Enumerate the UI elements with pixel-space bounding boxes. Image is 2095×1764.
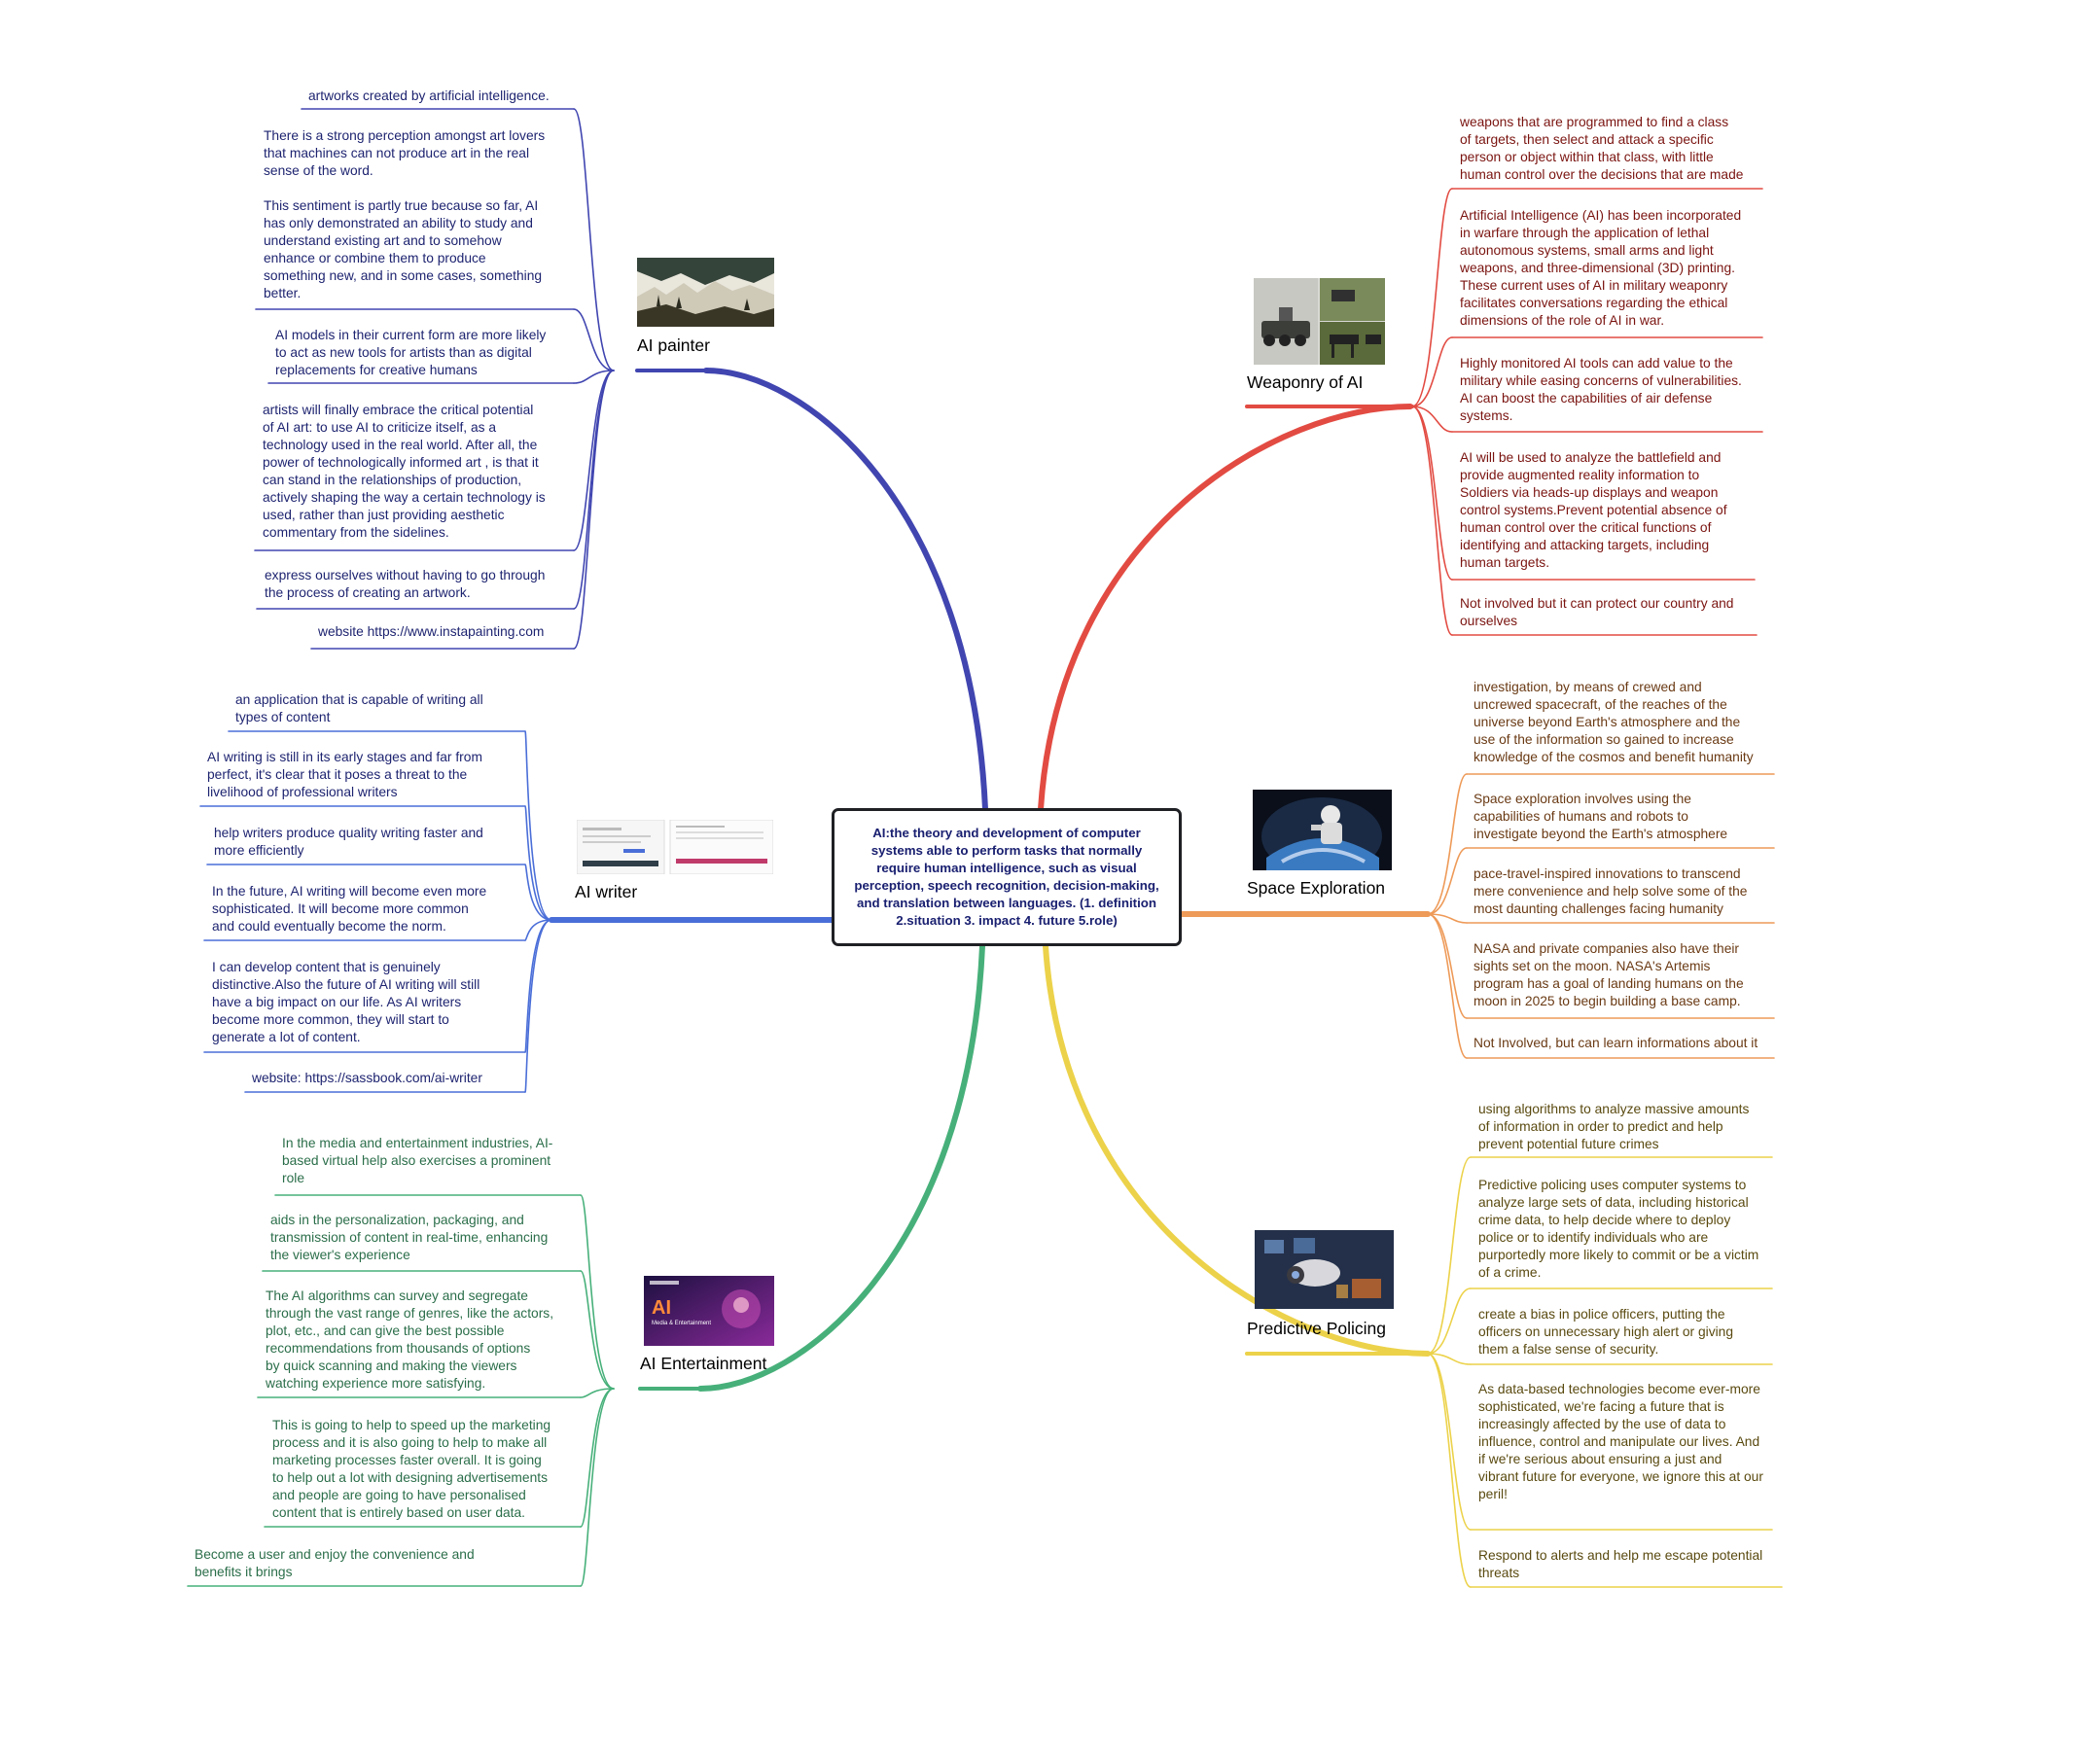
- leaf-painter-3[interactable]: AI models in their current form are more…: [275, 328, 547, 377]
- leaf-entertainment-1[interactable]: In the media and entertainment industrie…: [282, 1136, 553, 1185]
- leaf-connector-entertainment: [580, 1388, 615, 1398]
- leaf-writer-6[interactable]: website: https://sassbook.com/ai-writer: [252, 1071, 482, 1085]
- leaf-entertainment-5[interactable]: Become a user and enjoy the convenience …: [195, 1547, 475, 1579]
- banner-ai-text: AI: [652, 1297, 671, 1319]
- branch-title-ai-painter[interactable]: AI painter: [637, 335, 710, 355]
- leaf-connector-weaponry: [1411, 406, 1453, 433]
- leaf-policing-3[interactable]: create a bias in police officers, puttin…: [1478, 1307, 1734, 1357]
- leaf-painter-6[interactable]: website https://www.instapainting.com: [318, 624, 545, 639]
- leaf-connector-painter: [573, 370, 615, 551]
- leaf-policing-1[interactable]: using algorithms to analyze massive amou…: [1478, 1102, 1750, 1151]
- branch-title-ai-writer[interactable]: AI writer: [575, 882, 638, 901]
- leaf-painter-4[interactable]: artists will finally embrace the critica…: [263, 403, 546, 540]
- leaf-policing-5[interactable]: Respond to alerts and help me escape pot…: [1478, 1548, 1763, 1580]
- leaf-painter-2[interactable]: There is a strong perception amongst art…: [264, 128, 546, 300]
- surveillance-camera-icon: [1255, 1230, 1394, 1309]
- leaf-writer-2[interactable]: AI writing is still in its early stages …: [207, 750, 482, 799]
- leaf-connector-policing: [1427, 1288, 1472, 1355]
- landscape-painting-icon: [637, 258, 774, 327]
- leaf-connector-writer: [524, 864, 552, 921]
- leaf-connector-space: [1427, 847, 1468, 915]
- leaf-space-3[interactable]: pace-travel-inspired innovations to tran…: [1474, 866, 1748, 916]
- leaf-space-2[interactable]: Space exploration involves using the cap…: [1474, 792, 1728, 841]
- leaf-space-1[interactable]: investigation, by means of crewed and un…: [1474, 680, 1754, 764]
- leaf-connector-entertainment: [580, 1388, 615, 1528]
- leaf-connector-space: [1427, 773, 1468, 915]
- leaf-connector-painter: [573, 108, 615, 371]
- leaf-painter-1[interactable]: artworks created by artificial intellige…: [308, 88, 550, 103]
- ai-media-entertainment-banner-icon: AI Media & Entertainment: [644, 1276, 774, 1346]
- leaf-connector-writer: [524, 730, 552, 921]
- central-topic-text: AI:the theory and development of compute…: [854, 826, 1159, 928]
- trunk-policing: [1043, 943, 1431, 1357]
- branch-title-weaponry-of-ai[interactable]: Weaponry of AI: [1247, 372, 1364, 392]
- leaf-connector-writer: [524, 805, 552, 921]
- leaf-connector-entertainment: [580, 1270, 615, 1390]
- leaf-connector-policing: [1427, 1353, 1472, 1365]
- leaf-weaponry-5[interactable]: Not involved but it can protect our coun…: [1460, 596, 1734, 628]
- leaf-connector-weaponry: [1411, 336, 1453, 407]
- leaf-writer-4[interactable]: In the future, AI writing will become ev…: [212, 884, 487, 934]
- leaf-connector-writer: [524, 919, 552, 941]
- branch-title-predictive-policing[interactable]: Predictive Policing: [1247, 1319, 1386, 1338]
- branch-title-ai-entertainment[interactable]: AI Entertainment: [640, 1354, 767, 1373]
- leaf-entertainment-2[interactable]: aids in the personalization, packaging, …: [270, 1213, 549, 1262]
- leaf-weaponry-3[interactable]: Highly monitored AI tools can add value …: [1460, 356, 1742, 423]
- central-topic[interactable]: AI:the theory and development of compute…: [832, 808, 1182, 946]
- leaf-connector-writer: [524, 919, 552, 1093]
- leaf-weaponry-4[interactable]: AI will be used to analyze the battlefie…: [1460, 450, 1727, 570]
- leaf-writer-1[interactable]: an application that is capable of writin…: [235, 692, 483, 724]
- leaf-connector-entertainment: [580, 1388, 615, 1587]
- leaf-weaponry-1[interactable]: weapons that are programmed to find a cl…: [1460, 115, 1744, 182]
- leaf-painter-5[interactable]: express ourselves without having to go t…: [265, 568, 546, 600]
- leaf-policing-4[interactable]: As data-based technologies become ever-m…: [1478, 1382, 1763, 1501]
- branch-title-space-exploration[interactable]: Space Exploration: [1247, 878, 1386, 898]
- leaf-connector-painter: [573, 370, 615, 650]
- leaf-writer-3[interactable]: help writers produce quality writing fas…: [214, 826, 483, 858]
- leaf-connector-entertainment: [580, 1194, 615, 1390]
- leaf-entertainment-3[interactable]: The AI algorithms can survey and segrega…: [266, 1288, 554, 1391]
- banner-caption: Media & Entertainment: [652, 1321, 712, 1326]
- leaf-connector-space: [1427, 913, 1468, 1059]
- trunk-painter: [703, 368, 988, 812]
- astronaut-over-earth-icon: [1253, 790, 1392, 870]
- trunk-weaponry: [1038, 404, 1413, 812]
- leaf-entertainment-4[interactable]: This is going to help to speed up the ma…: [272, 1418, 551, 1520]
- leaf-connector-painter: [573, 308, 615, 371]
- trunk-entertainment: [697, 943, 985, 1392]
- leaf-space-5[interactable]: Not Involved, but can learn informations…: [1474, 1036, 1758, 1050]
- leaf-policing-2[interactable]: Predictive policing uses computer system…: [1478, 1178, 1759, 1280]
- leaf-connector-policing: [1427, 1156, 1472, 1355]
- leaf-weaponry-2[interactable]: Artificial Intelligence (AI) has been in…: [1460, 208, 1742, 328]
- leaf-connector-weaponry: [1411, 406, 1453, 636]
- leaf-connector-space: [1427, 913, 1468, 924]
- leaf-connector-policing: [1427, 1353, 1472, 1588]
- leaf-connector-policing: [1427, 1353, 1472, 1531]
- leaf-connector-weaponry: [1411, 406, 1453, 581]
- leaf-writer-5[interactable]: I can develop content that is genuinely …: [212, 960, 480, 1044]
- writing-app-screenshot-icon: [577, 820, 773, 874]
- military-robots-collage-icon: [1254, 278, 1385, 365]
- leaf-connector-weaponry: [1411, 188, 1453, 407]
- leaf-connector-painter: [573, 370, 615, 610]
- leaf-connector-painter: [573, 370, 615, 384]
- leaf-space-4[interactable]: NASA and private companies also have the…: [1474, 941, 1744, 1008]
